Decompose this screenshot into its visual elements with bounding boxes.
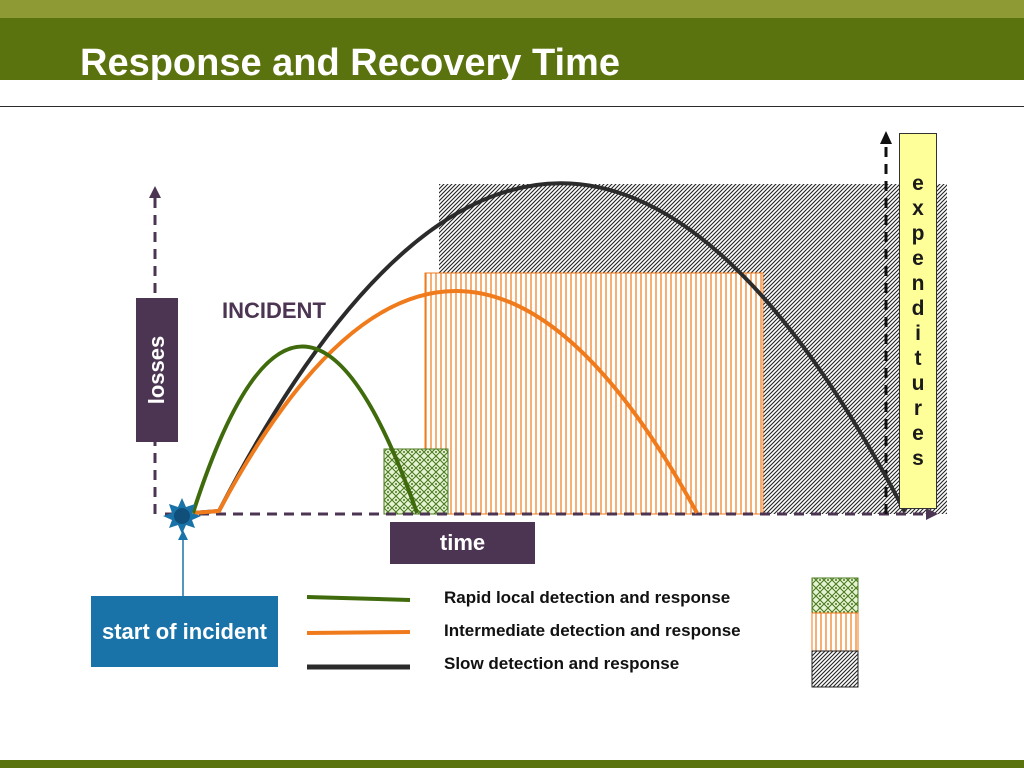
intermediate-response-region: [424, 272, 764, 515]
expenditures-letter: e: [912, 422, 924, 445]
slide-title: Response and Recovery Time: [80, 42, 620, 84]
top-accent-band: [0, 0, 1024, 18]
expenditures-letter: p: [911, 222, 925, 245]
start-of-incident-label: start of incident: [91, 596, 278, 667]
intermediate-response-curve: [192, 289, 699, 515]
legend-line-rapid: [306, 595, 411, 602]
title-divider: [0, 106, 1024, 107]
legend-label-rapid: Rapid local detection and response: [444, 588, 731, 607]
expenditures-letter: s: [912, 447, 924, 470]
losses-axis-arrow-icon: [149, 186, 161, 198]
expenditures-letter: t: [914, 347, 922, 370]
legend-swatch-intermediate: [811, 612, 859, 652]
expenditures-letter: i: [915, 322, 921, 345]
time-axis-arrow-icon: [926, 508, 938, 520]
legend-swatch-rapid: [811, 577, 859, 614]
expenditures-letter: u: [911, 372, 925, 395]
legend-label-intermediate: Intermediate detection and response: [444, 621, 741, 640]
expenditures-letter: e: [912, 172, 924, 195]
legend-label-slow: Slow detection and response: [444, 654, 680, 673]
bottom-accent-band: [0, 760, 1024, 768]
losses-label: losses: [144, 335, 169, 405]
title-bar: Response and Recovery Time: [0, 18, 1024, 84]
expenditures-axis-arrow-icon: [880, 131, 892, 144]
slow-response-curve: [192, 181, 907, 515]
legend-swatch-slow: [811, 650, 859, 688]
expenditures-letter: r: [913, 397, 923, 420]
incident-burst-center: [174, 508, 190, 524]
expenditures-label-box: e x p e n d i t u r e s: [899, 133, 937, 509]
incident-label: INCIDENT: [222, 298, 326, 323]
start-pointer-arrow-icon: [178, 530, 188, 540]
expenditures-letter: d: [911, 297, 925, 320]
expenditures-letter: x: [912, 197, 924, 220]
losses-axis-label-box: losses: [136, 298, 178, 442]
legend-line-intermediate: [306, 630, 411, 635]
expenditures-letter: e: [912, 247, 924, 270]
expenditures-letter: n: [911, 272, 925, 295]
time-axis-label: time: [390, 522, 535, 564]
rapid-response-curve: [191, 344, 419, 514]
